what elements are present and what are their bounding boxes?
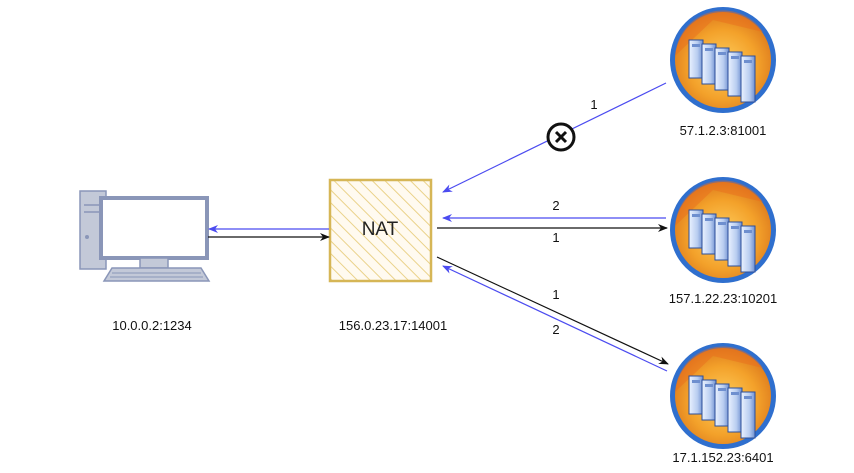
- server-rack-icon: [669, 342, 777, 450]
- edge-label: 1: [552, 230, 560, 245]
- blocked-x-icon: [546, 122, 576, 152]
- server2-address-label: 157.1.22.23:10201: [668, 291, 778, 306]
- server-rack-icon: [669, 6, 777, 114]
- server-rack-icon: [669, 176, 777, 284]
- edge-label: 1: [552, 287, 560, 302]
- server3-address-label: 17.1.152.23:6401: [672, 450, 774, 465]
- client-address-label: 10.0.0.2:1234: [112, 318, 192, 333]
- edge-label: 1: [590, 97, 598, 112]
- nat-address-label: 156.0.23.17:14001: [338, 318, 448, 333]
- edge-nat-to-server3: [436, 256, 669, 365]
- desktop-computer-icon: [79, 190, 211, 282]
- server1-address-label: 57.1.2.3:81001: [679, 123, 767, 138]
- edge-server3-to-nat: [442, 265, 668, 372]
- edge-label: 2: [552, 322, 560, 337]
- edge-label: 2: [552, 198, 560, 213]
- nat-box: [328, 178, 433, 283]
- nat-title: NAT: [361, 219, 399, 240]
